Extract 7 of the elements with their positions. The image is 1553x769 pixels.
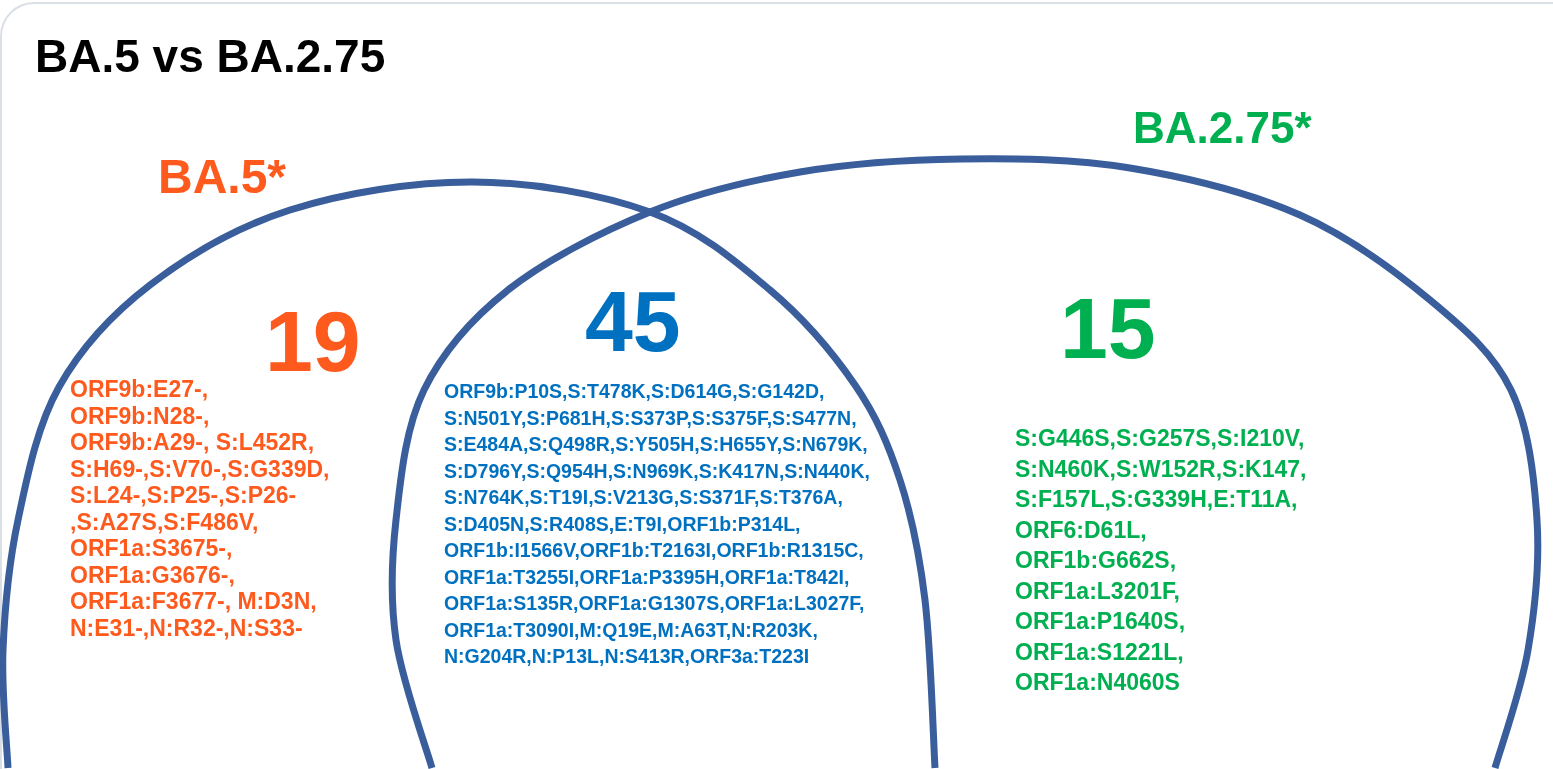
mutation-list: S:G446S,S:G257S,S:I210V, S:N460K,S:W152R,S:K147, S:F157L,S:G339H,E:T11A, ORF6:D61L, ORF1b:G662S, ORF1a:L3201F, ORF1a:P1640S, ORF1a:S1221L, ORF1a:N4060S <box>1015 423 1307 698</box>
set-label: BA.2.75* <box>1133 106 1312 150</box>
set-label: BA.5* <box>158 153 287 201</box>
count-number: 45 <box>585 278 681 364</box>
count-number: 15 <box>1060 285 1156 371</box>
mutation-list: ORF9b:P10S,S:T478K,S:D614G,S:G142D, S:N501Y,S:P681H,S:S373P,S:S375F,S:S477N, S:E484A,S:Q498R,S:Y505H,S:H655Y,S:N679K, S:D796Y,S:Q954H,S:N969K,S:K417N,S:N440K, S:N764K,S:T19I,S:V213G,S:S371F,S:T376A, S:D405N,S:R408S,E:T9I,ORF1b:P314L, ORF1b:I1566V,ORF1b:T2163I,ORF1b:R1315C, ORF1a:T3255I,ORF1a:P3395H,ORF1a:T842I, ORF1a:S135R,ORF1a:G1307S,ORF1a:L3027F, ORF1a:T3090I,M:Q19E,M:A63T,N:R203K, N:G204R,N:P13L,N:S413R,ORF3a:T223I <box>444 378 870 670</box>
diagram-title: BA.5 vs BA.2.75 <box>35 33 386 79</box>
